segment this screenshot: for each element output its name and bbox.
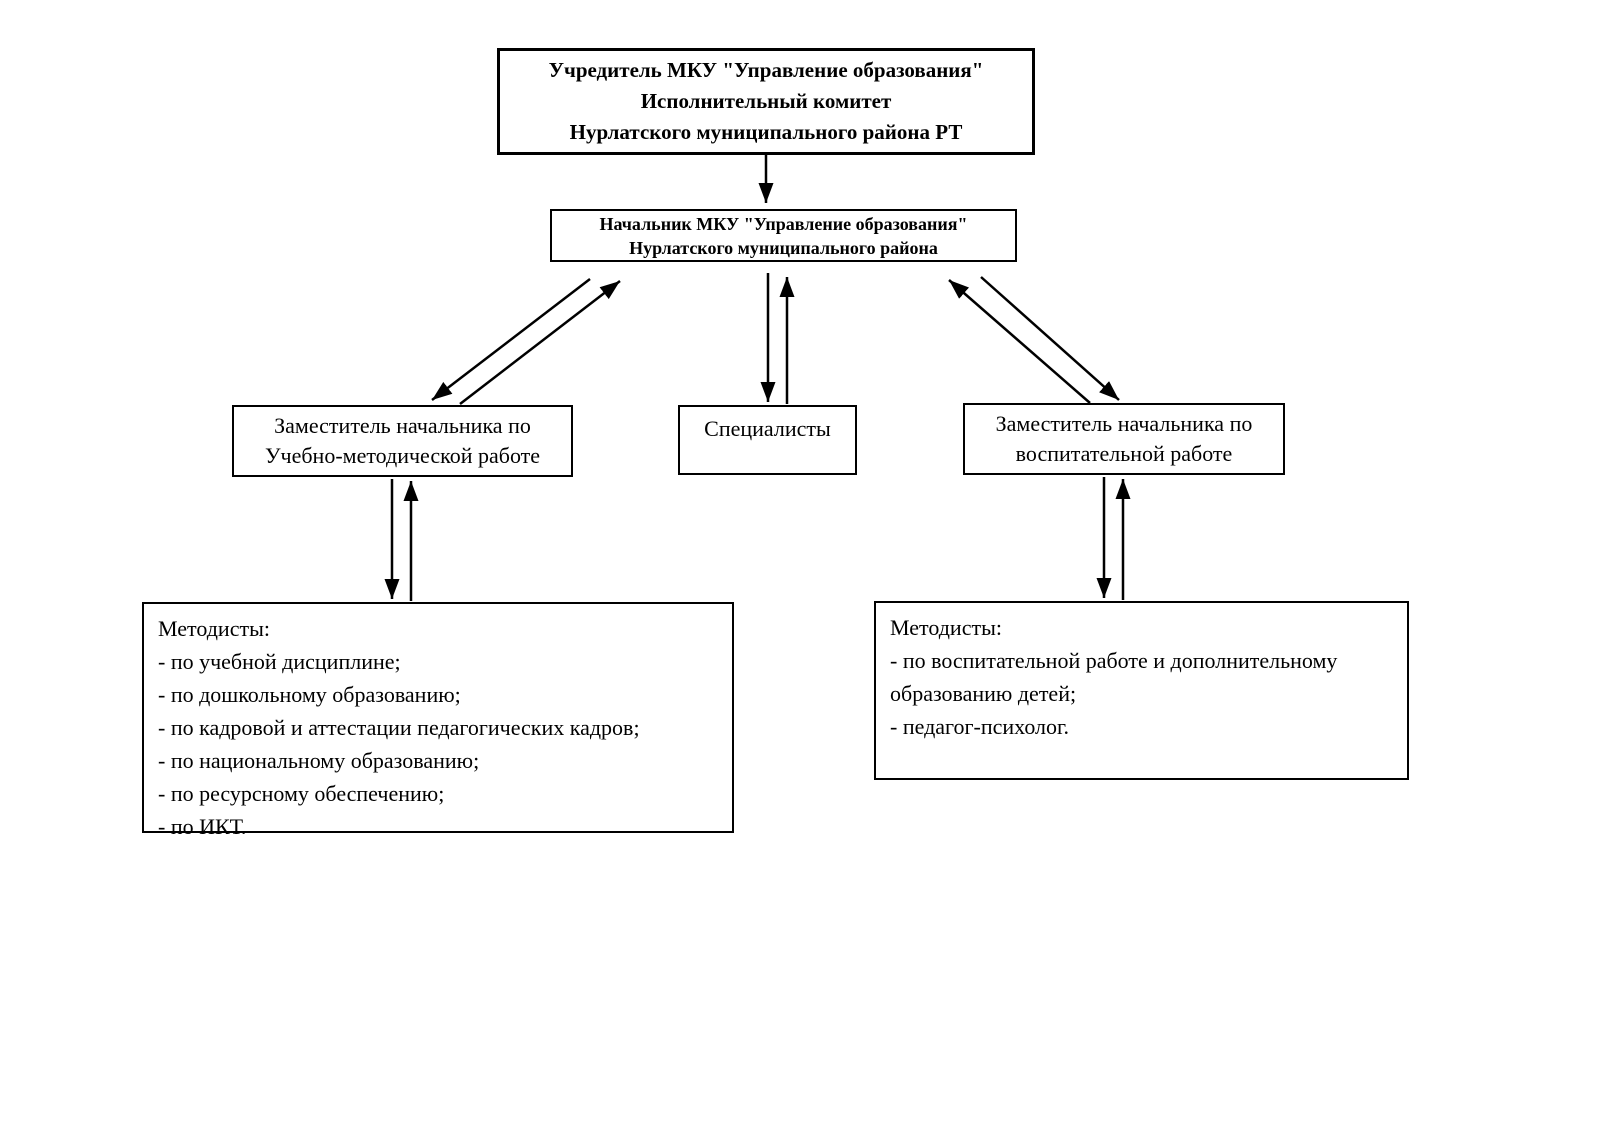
list-item: - по дошкольному образованию; xyxy=(158,682,461,707)
node-methodists-left-title: Методисты: xyxy=(158,616,270,641)
list-item: - по национальному образованию; xyxy=(158,748,480,773)
list-item: - по воспитательной работе и дополнитель… xyxy=(890,648,1338,706)
arrow-deputy-methodical-to-head xyxy=(459,280,621,405)
node-methodists-left: Методисты: - по учебной дисциплине; - по… xyxy=(142,602,734,839)
node-head-line-1: Начальник МКУ "Управление образования" xyxy=(599,213,968,234)
list-item: - педагог-психолог. xyxy=(890,714,1070,739)
node-specialists: Специалисты xyxy=(678,405,857,475)
node-deputy-methodical-line-2: Учебно-методической работе xyxy=(264,443,541,468)
list-item: - по ресурсному обеспечению; xyxy=(158,781,445,806)
node-deputy-educational-line-2: воспитательной работе xyxy=(1015,441,1233,466)
node-founder-line-3: Нурлатского муниципального района РТ xyxy=(569,120,963,144)
node-head: Начальник МКУ "Управление образования" Н… xyxy=(550,209,1017,262)
node-founder-line-1: Учредитель МКУ "Управление образования" xyxy=(548,58,984,82)
node-founder: Учредитель МКУ "Управление образования" … xyxy=(497,48,1035,155)
list-item: - по ИКТ. xyxy=(158,814,247,839)
node-methodists-right-title: Методисты: xyxy=(890,615,1002,640)
node-deputy-methodical-line-1: Заместитель начальника по xyxy=(274,413,531,438)
arrow-head-to-deputy-methodical xyxy=(431,278,591,401)
node-specialists-label: Специалисты xyxy=(704,416,831,441)
list-item: - по учебной дисциплине; xyxy=(158,649,401,674)
node-head-line-2: Нурлатского муниципального района xyxy=(629,237,938,258)
node-methodists-right: Методисты: - по воспитательной работе и … xyxy=(874,601,1409,780)
node-deputy-educational-line-1: Заместитель начальника по xyxy=(995,411,1253,436)
arrow-deputy-educational-to-head xyxy=(948,279,1091,404)
node-founder-line-2: Исполнительный комитет xyxy=(640,89,892,113)
node-deputy-educational: Заместитель начальника по воспитательной… xyxy=(963,403,1285,475)
node-deputy-methodical: Заместитель начальника по Учебно-методич… xyxy=(232,405,573,477)
list-item: - по кадровой и аттестации педагогически… xyxy=(158,715,640,740)
arrow-head-to-deputy-educational xyxy=(980,276,1120,401)
